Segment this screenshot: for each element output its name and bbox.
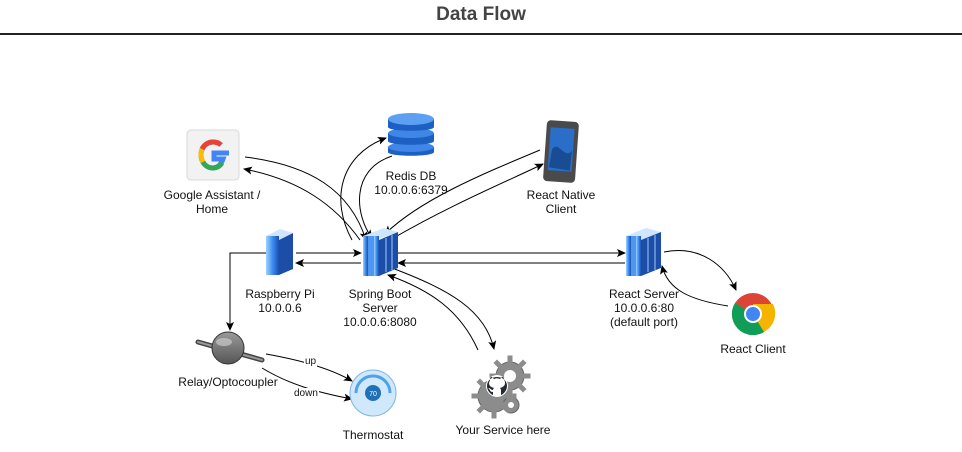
database-icon: [388, 113, 434, 156]
edge-spring-to-google: [243, 166, 361, 241]
edge-label-down: down: [293, 388, 319, 399]
label-relay: Relay/Optocoupler: [178, 375, 277, 389]
label-redis: Redis DB 10.0.0.6:6379: [374, 169, 447, 197]
relay-icon: [195, 331, 265, 365]
label-google-line2: Home: [195, 202, 229, 216]
edge-service-to-spring: [387, 273, 479, 351]
label-react-server-line3: (default port): [609, 315, 679, 329]
edge-relay-to-thermostat-down: [261, 367, 353, 402]
raspberry-pi-server-icon: [266, 229, 293, 275]
label-thermostat-line1: Thermostat: [342, 428, 404, 442]
page-title: Data Flow: [436, 4, 526, 25]
phone-icon: [543, 120, 579, 183]
label-native-line2: Client: [545, 202, 577, 216]
label-google-line1: Google Assistant /: [163, 188, 261, 202]
label-spring-line2: Server: [362, 301, 398, 315]
label-spring-line1: Spring Boot: [348, 287, 412, 301]
label-redis-line2: 10.0.0.6:6379: [374, 183, 448, 197]
label-react-server: React Server 10.0.0.6:80 (default port): [609, 287, 679, 329]
edge-google-to-spring: [244, 156, 368, 241]
react-server-icon: [626, 228, 661, 276]
label-service-line1: Your Service here: [455, 423, 551, 437]
label-spring-line3: 10.0.0.6:8080: [343, 315, 417, 329]
label-service: Your Service here: [456, 423, 551, 437]
label-pi: Raspberry Pi 10.0.0.6: [245, 287, 314, 315]
google-icon: [186, 129, 240, 181]
label-redis-line1: Redis DB: [385, 169, 437, 183]
edge-client-to-reactserver: [660, 265, 729, 307]
label-react-client-line1: React Client: [720, 342, 786, 356]
thermostat-display: 70: [369, 391, 377, 398]
thermostat-icon: 70: [349, 369, 397, 417]
label-pi-line1: Raspberry Pi: [245, 287, 315, 301]
edge-redis-to-spring: [359, 155, 393, 239]
edge-native-to-spring: [384, 149, 541, 235]
chrome-icon: [731, 293, 776, 336]
label-spring: Spring Boot Server 10.0.0.6:8080: [343, 287, 416, 329]
label-thermostat: Thermostat: [343, 428, 404, 442]
label-native-line1: React Native: [526, 188, 596, 202]
edge-spring-to-native: [389, 163, 544, 241]
title-divider: [0, 33, 962, 35]
edge-pi-to-relay: [226, 252, 266, 331]
label-google: Google Assistant / Home: [164, 188, 261, 216]
label-react-server-line1: React Server: [608, 287, 680, 301]
edge-reactserver-to-client: [663, 250, 737, 291]
edge-label-up: up: [304, 356, 318, 367]
edge-spring-to-service: [391, 267, 497, 350]
label-native: React Native Client: [527, 188, 596, 216]
label-pi-line2: 10.0.0.6: [258, 301, 302, 315]
label-relay-line1: Relay/Optocoupler: [178, 375, 278, 389]
spring-server-icon: [363, 228, 398, 276]
gears-github-icon: [471, 355, 531, 419]
label-react-server-line2: 10.0.0.6:80: [613, 301, 675, 315]
edge-spring-to-redis: [340, 137, 387, 241]
label-react-client: React Client: [720, 342, 785, 356]
